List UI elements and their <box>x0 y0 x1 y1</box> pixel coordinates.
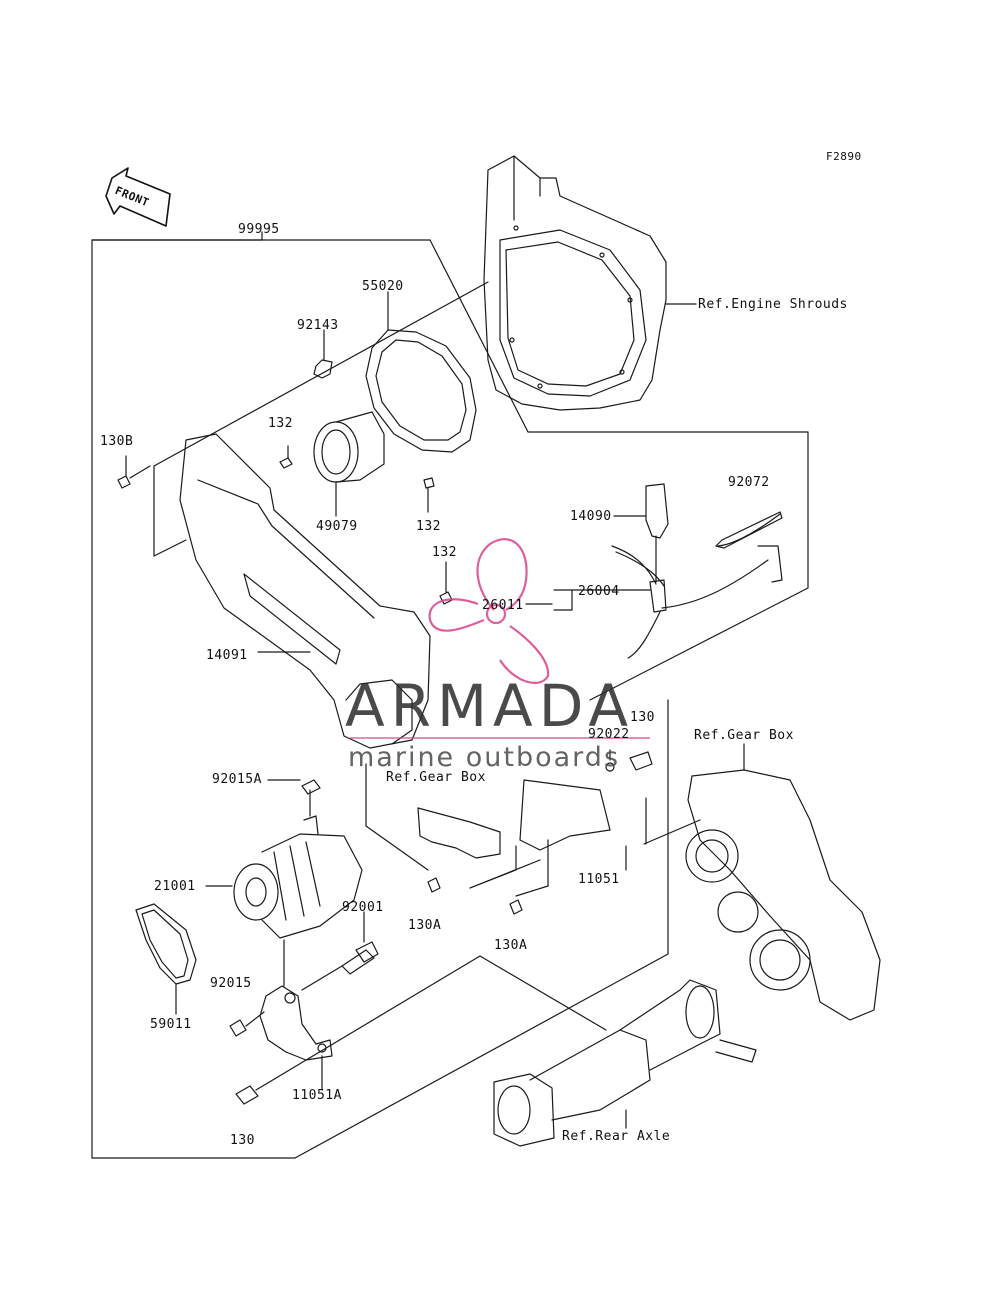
front-arrow-icon <box>105 167 171 227</box>
part-label-49079: 49079 <box>316 519 358 534</box>
alternator-icon <box>205 779 363 939</box>
ref-gear-box: Ref.Gear Box <box>694 728 794 743</box>
gasket-icon <box>365 291 477 453</box>
bracket-icon <box>229 939 607 1105</box>
part-label-132: 132 <box>432 545 457 560</box>
gear-box-housing-icon <box>643 743 881 1021</box>
part-label-92022: 92022 <box>588 727 630 742</box>
duct-icon <box>313 411 385 517</box>
watermark-logo-icon <box>428 538 550 685</box>
part-label-130: 130 <box>230 1133 255 1148</box>
engine-shroud-icon <box>483 155 697 411</box>
watermark-tagline: marine outboards <box>348 742 621 773</box>
belt-cover-icon <box>179 433 431 749</box>
drive-belt-icon <box>135 903 197 1015</box>
part-label-130B: 130B <box>100 434 134 449</box>
watermark-brand: ARMADA <box>345 672 635 740</box>
part-label-11051: 11051 <box>578 872 620 887</box>
part-label-11051A: 11051A <box>292 1088 342 1103</box>
rear-axle-housing-icon <box>493 979 757 1147</box>
part-label-132: 132 <box>268 416 293 431</box>
part-label-92015A: 92015A <box>212 772 262 787</box>
part-label-130A: 130A <box>408 918 442 933</box>
part-label-26004: 26004 <box>578 584 620 599</box>
part-label-55020: 55020 <box>362 279 404 294</box>
part-label-26011: 26011 <box>482 598 524 613</box>
part-label-130: 130 <box>630 710 655 725</box>
part-label-92072: 92072 <box>728 475 770 490</box>
bracket-icon <box>365 749 653 915</box>
ref-rear-axle: Ref.Rear Axle <box>562 1129 671 1144</box>
bolt-icon <box>301 911 379 991</box>
part-label-130A: 130A <box>494 938 528 953</box>
part-label-21001: 21001 <box>154 879 196 894</box>
figure-code: F2890 <box>826 150 862 163</box>
part-label-92001: 92001 <box>342 900 384 915</box>
part-label-59011: 59011 <box>150 1017 192 1032</box>
part-label-92015: 92015 <box>210 976 252 991</box>
bolt-icon <box>117 445 453 605</box>
wire-harness-icon <box>525 483 783 659</box>
assembly-outline <box>91 231 809 1159</box>
ref-gear-box: Ref.Gear Box <box>386 770 486 785</box>
part-label-92143: 92143 <box>297 318 339 333</box>
ref-engine-shrouds: Ref.Engine Shrouds <box>698 297 848 312</box>
part-label-14090: 14090 <box>570 509 612 524</box>
part-label-14091: 14091 <box>206 648 248 663</box>
dowel-pin-icon <box>313 329 333 379</box>
part-label-99995: 99995 <box>238 222 280 237</box>
part-label-132: 132 <box>416 519 441 534</box>
